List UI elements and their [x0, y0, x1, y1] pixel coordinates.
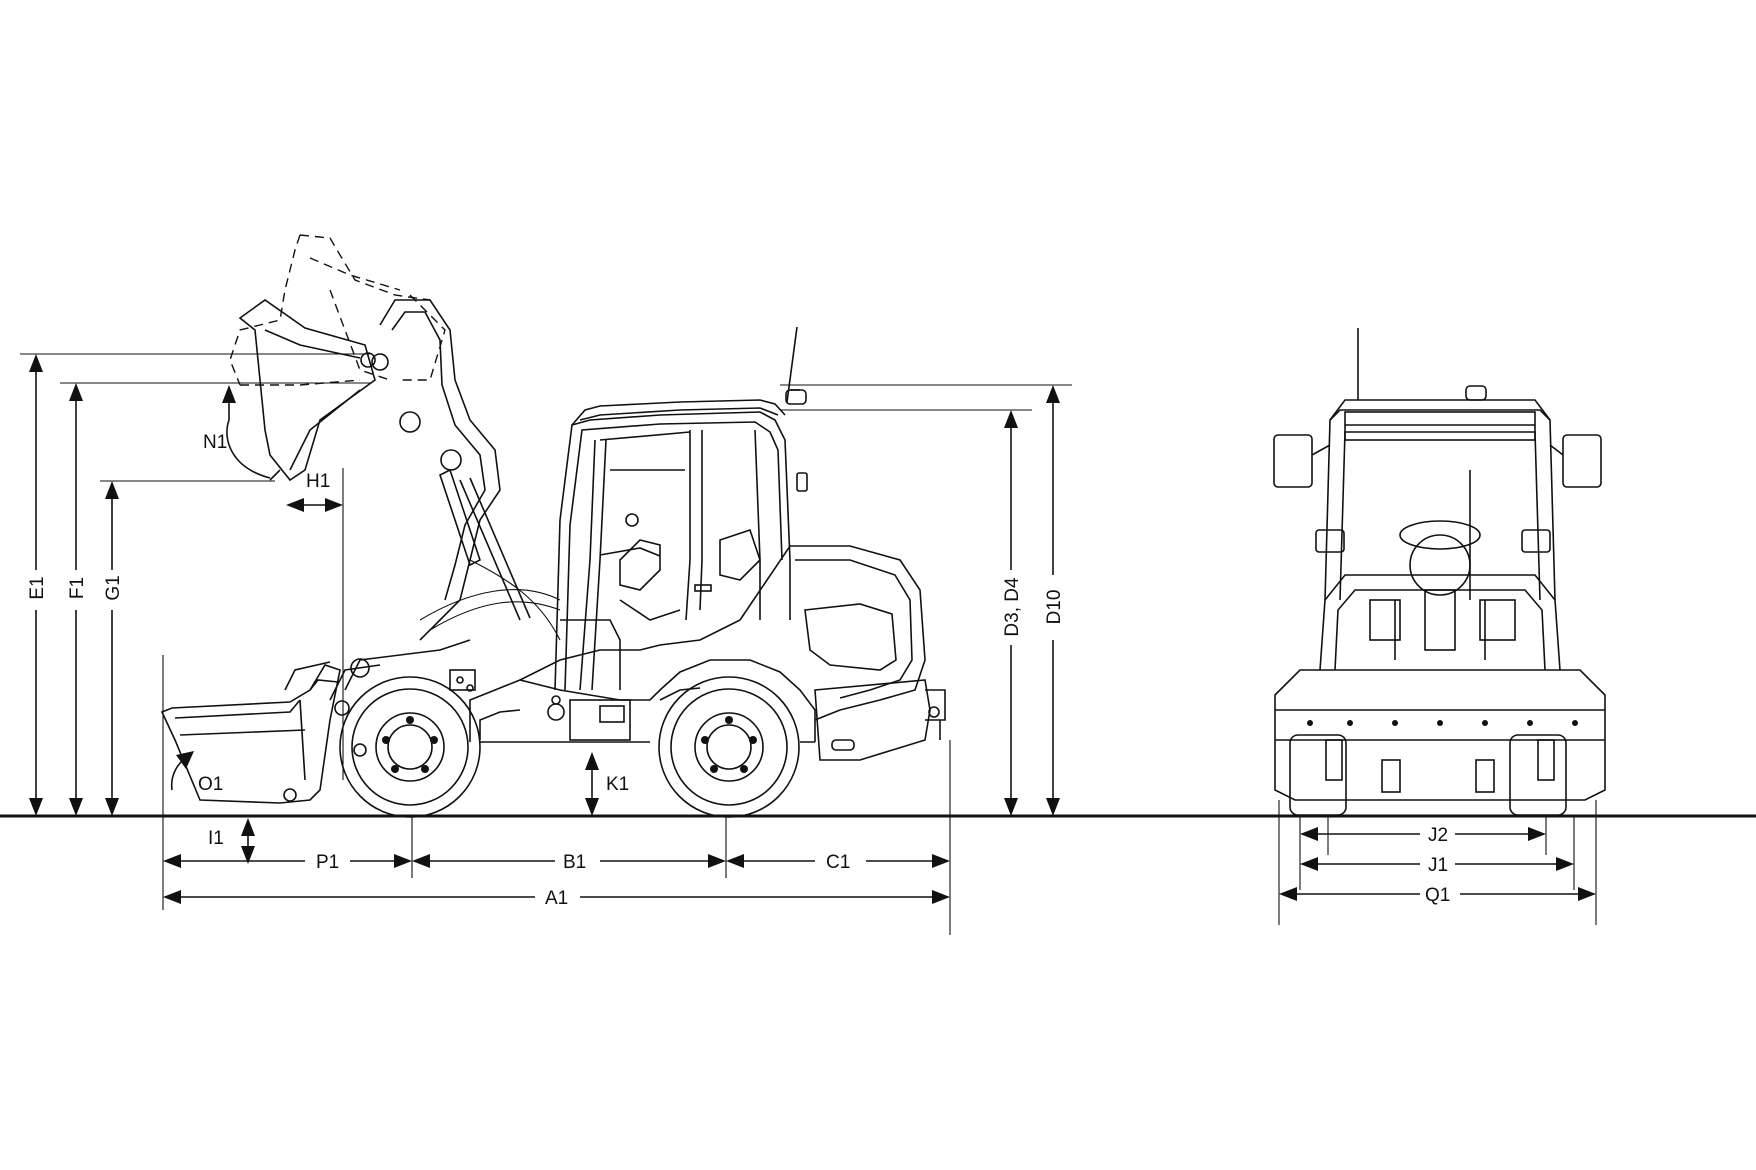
dumped-bucket-outline	[229, 234, 446, 386]
front-view-loader	[1273, 328, 1606, 816]
label-j2: J2	[1428, 825, 1448, 846]
label-q1: Q1	[1425, 885, 1450, 906]
loader-arm	[329, 299, 561, 757]
side-view-loader	[160, 234, 946, 818]
label-k1: K1	[606, 774, 629, 795]
arrowhead-31	[176, 751, 194, 769]
label-o1: O1	[198, 774, 223, 795]
chassis	[449, 545, 946, 761]
label-d3-d4: D3, D4	[1002, 577, 1023, 637]
raised-bucket	[238, 299, 376, 482]
label-c1: C1	[826, 852, 850, 873]
label-b1: B1	[563, 852, 586, 873]
label-e1: E1	[27, 576, 48, 599]
dimension-arrows	[29, 354, 1596, 904]
extension-lines	[20, 353, 1597, 935]
front-wheel	[339, 676, 481, 818]
ground-bucket	[160, 661, 341, 804]
label-a1: A1	[545, 888, 568, 909]
label-p1: P1	[316, 852, 339, 873]
label-n1: N1	[203, 432, 227, 453]
label-g1: G1	[103, 575, 124, 600]
label-h1: H1	[306, 471, 330, 492]
label-i1: I1	[208, 828, 224, 849]
label-f1: F1	[67, 577, 88, 599]
cab	[554, 326, 808, 691]
label-d10: D10	[1044, 590, 1065, 625]
rear-wheel	[658, 676, 800, 818]
dimension-labels: E1 F1 G1 D3, D4 D10 N1 H1 O1 K1 I1 P1 B1…	[27, 432, 1450, 909]
label-j1: J1	[1428, 855, 1448, 876]
dimension-lines	[35, 360, 1589, 898]
